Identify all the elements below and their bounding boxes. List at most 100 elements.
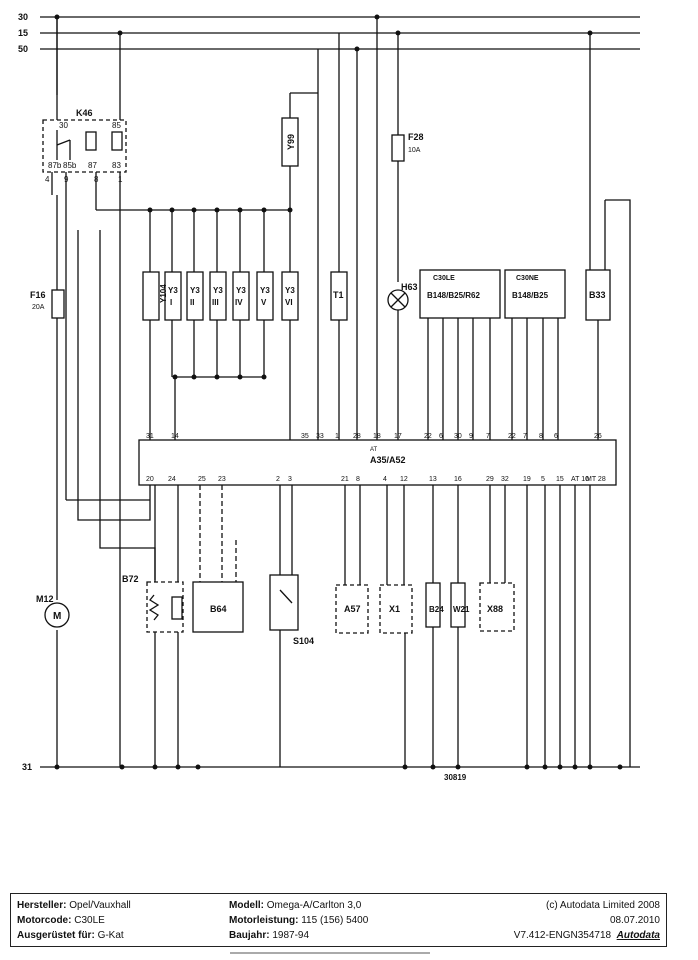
scan-artifact bbox=[230, 952, 430, 954]
svg-text:Y104: Y104 bbox=[159, 284, 168, 303]
brand-logo: Autodata bbox=[616, 930, 660, 941]
svg-text:85: 85 bbox=[112, 121, 121, 130]
f28-label: F28 bbox=[408, 132, 424, 142]
svg-text:V: V bbox=[261, 298, 267, 307]
sensor-block-c30le bbox=[419, 269, 501, 319]
f16-label: F16 bbox=[30, 290, 46, 300]
x1-label: X1 bbox=[389, 604, 400, 614]
injector-group bbox=[142, 210, 299, 440]
x88-label: X88 bbox=[487, 604, 503, 614]
fuse-f28 bbox=[391, 134, 405, 162]
svg-text:Y3: Y3 bbox=[260, 286, 270, 295]
m-symbol: M bbox=[53, 611, 61, 622]
footer-col-mid: Modell: Omega-A/Carlton 3,0 Motorleistun… bbox=[229, 898, 368, 943]
hersteller-value: Opel/Vauxhall bbox=[69, 900, 131, 911]
ground-ref-label: 30819 bbox=[444, 773, 467, 782]
ecu-pin-bottom: 19 bbox=[523, 476, 531, 483]
ecu-pin-top: 30 bbox=[454, 433, 462, 440]
copyright: (c) Autodata Limited 2008 bbox=[546, 900, 660, 911]
motorcode-label: Motorcode: bbox=[17, 915, 72, 926]
ecu-pin-bottom: 32 bbox=[501, 476, 509, 483]
svg-text:1: 1 bbox=[118, 175, 123, 184]
motorleistung-value: 115 (156) 5400 bbox=[301, 915, 369, 926]
svg-text:III: III bbox=[212, 298, 219, 307]
b64-label: B64 bbox=[210, 604, 227, 614]
ecu-pin-top: 22 bbox=[424, 433, 432, 440]
svg-text:Y3: Y3 bbox=[168, 286, 178, 295]
svg-text:Y3: Y3 bbox=[236, 286, 246, 295]
s104-label: S104 bbox=[293, 636, 314, 646]
ecu-pin-bottom: 3 bbox=[288, 476, 292, 483]
relay-k46 bbox=[42, 119, 127, 173]
svg-text:II: II bbox=[190, 298, 194, 307]
doc-ref: V7.412-ENGN354718 bbox=[513, 930, 612, 941]
footer-col-right: (c) Autodata Limited 2008 08.07.2010 V7.… bbox=[514, 898, 660, 943]
switch-s104 bbox=[269, 574, 299, 631]
t1-label: T1 bbox=[333, 290, 344, 300]
ecu-pin-bottom: 8 bbox=[356, 476, 360, 483]
ecu-pin-bottom: MT 28 bbox=[586, 476, 606, 483]
ecu-pin-bottom: 24 bbox=[168, 476, 176, 483]
modell-label: Modell: bbox=[229, 900, 264, 911]
svg-text:4: 4 bbox=[45, 175, 50, 184]
title-block: Hersteller: Opel/Vauxhall Motorcode: C30… bbox=[10, 893, 667, 947]
baujahr-label: Baujahr: bbox=[229, 930, 270, 941]
m12-label: M12 bbox=[36, 594, 54, 604]
ecu-pin-bottom: 23 bbox=[218, 476, 226, 483]
ecu-pin-top: 6 bbox=[554, 433, 558, 440]
rail-50-label: 50 bbox=[18, 44, 28, 54]
svg-text:Y3: Y3 bbox=[190, 286, 200, 295]
ecu-at-label: AT bbox=[370, 447, 378, 453]
svg-text:87b: 87b bbox=[48, 161, 62, 170]
ecu-pin-bottom: 5 bbox=[541, 476, 545, 483]
svg-text:VI: VI bbox=[285, 298, 293, 307]
ecu-pin-top: 18 bbox=[373, 433, 381, 440]
ausgeruestet-label: Ausgerüstet für: bbox=[17, 930, 95, 941]
ecu-a35-a52 bbox=[138, 439, 617, 486]
ecu-pin-bottom: 15 bbox=[556, 476, 564, 483]
print-date: 08.07.2010 bbox=[609, 915, 660, 926]
b148-r62-label: B148/B25/R62 bbox=[427, 291, 480, 300]
rail-30-label: 30 bbox=[18, 12, 28, 22]
ecu-pin-top: 1 bbox=[335, 433, 339, 440]
k46-label: K46 bbox=[76, 108, 93, 118]
ecu-pin-top: 14 bbox=[171, 433, 179, 440]
ecu-pin-bottom: AT 10 bbox=[571, 476, 589, 483]
baujahr-value: 1987-94 bbox=[272, 930, 310, 941]
f28-rating: 10A bbox=[408, 147, 421, 154]
svg-text:IV: IV bbox=[235, 298, 243, 307]
motorleistung-label: Motorleistung: bbox=[229, 915, 299, 926]
ecu-pin-top: 17 bbox=[394, 433, 402, 440]
sensor-b72 bbox=[146, 581, 184, 633]
b33-label: B33 bbox=[589, 290, 606, 300]
svg-text:83: 83 bbox=[112, 161, 121, 170]
ecu-pin-top: 22 bbox=[508, 433, 516, 440]
svg-text:85b: 85b bbox=[63, 161, 77, 170]
ecu-pin-top: 28 bbox=[353, 433, 361, 440]
a57-label: A57 bbox=[344, 604, 361, 614]
y99-label: Y99 bbox=[286, 134, 296, 150]
module-a57 bbox=[335, 584, 369, 634]
ecu-pin-top: 35 bbox=[301, 433, 309, 440]
svg-text:I: I bbox=[170, 298, 172, 307]
ecu-pin-bottom: 12 bbox=[400, 476, 408, 483]
ecu-pin-bottom: 29 bbox=[486, 476, 494, 483]
b148-b25-label: B148/B25 bbox=[512, 291, 549, 300]
motorcode-value: C30LE bbox=[74, 915, 105, 926]
svg-text:30: 30 bbox=[59, 121, 68, 130]
svg-text:B24: B24 bbox=[429, 605, 444, 614]
ecu-pin-bottom: 25 bbox=[198, 476, 206, 483]
c30le-label: C30LE bbox=[433, 275, 455, 282]
hersteller-label: Hersteller: bbox=[17, 900, 67, 911]
b72-label: B72 bbox=[122, 574, 139, 584]
ecu-pin-bottom: 4 bbox=[383, 476, 387, 483]
ecu-pin-bottom: 16 bbox=[454, 476, 462, 483]
svg-text:Y3: Y3 bbox=[285, 286, 295, 295]
ecu-pin-top: 26 bbox=[594, 433, 602, 440]
ecu-pin-top: 7 bbox=[523, 433, 527, 440]
svg-text:87: 87 bbox=[88, 161, 97, 170]
ausgeruestet-value: G-Kat bbox=[97, 930, 124, 941]
footer-col-left: Hersteller: Opel/Vauxhall Motorcode: C30… bbox=[17, 898, 131, 943]
f16-rating: 20A bbox=[32, 304, 45, 311]
